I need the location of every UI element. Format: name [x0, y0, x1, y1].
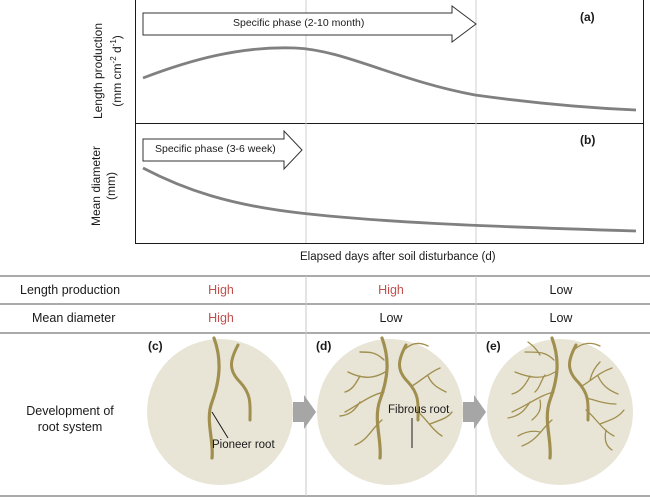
- cell-mean-diameter-d: Low: [379, 311, 403, 325]
- stage-arrow-1: [293, 395, 316, 429]
- stage-c-letter: (c): [148, 339, 163, 353]
- panel-b-arrow-label: Specific phase (3-6 week): [155, 143, 276, 155]
- panel-a-phase-arrow: [142, 5, 477, 43]
- stage-e-circle: [487, 339, 633, 485]
- cell-length-production-c: High: [208, 283, 234, 297]
- fibrous-root-label: Fibrous root: [388, 404, 450, 416]
- stage-d-letter: (d): [316, 339, 332, 353]
- row-label-length-production: Length production: [20, 283, 121, 297]
- pioneer-root-label: Pioneer root: [212, 439, 275, 451]
- row-label-mean-diameter: Mean diameter: [32, 311, 116, 325]
- cell-length-production-d: High: [378, 283, 404, 297]
- stage-arrow-2: [463, 395, 486, 429]
- panel-b-phase-arrow: [142, 129, 303, 171]
- row-label-development: Development of root system: [10, 403, 130, 435]
- panel-a-arrow-label: Specific phase (2-10 month): [233, 17, 365, 29]
- panel-b-letter: (b): [580, 133, 596, 147]
- stage-e-letter: (e): [486, 339, 501, 353]
- cell-mean-diameter-e: Low: [549, 311, 573, 325]
- panel-b-mean-diameter: [135, 123, 644, 244]
- stage-c-circle: [147, 339, 293, 485]
- panel-a-length-curve: [142, 46, 637, 112]
- stage-c-roots: [207, 336, 252, 460]
- development-label-line1: Development of: [26, 404, 114, 418]
- panel-b-diameter-curve: [142, 166, 637, 233]
- pioneer-root-pointer: [211, 411, 229, 439]
- stage-d-roots: [339, 336, 453, 460]
- stage-e-roots: [507, 336, 625, 460]
- panel-a-letter: (a): [580, 10, 595, 24]
- cell-length-production-e: Low: [549, 283, 573, 297]
- cell-mean-diameter-c: High: [208, 311, 234, 325]
- development-label-line2: root system: [37, 420, 103, 434]
- x-axis-label: Elapsed days after soil disturbance (d): [300, 251, 496, 263]
